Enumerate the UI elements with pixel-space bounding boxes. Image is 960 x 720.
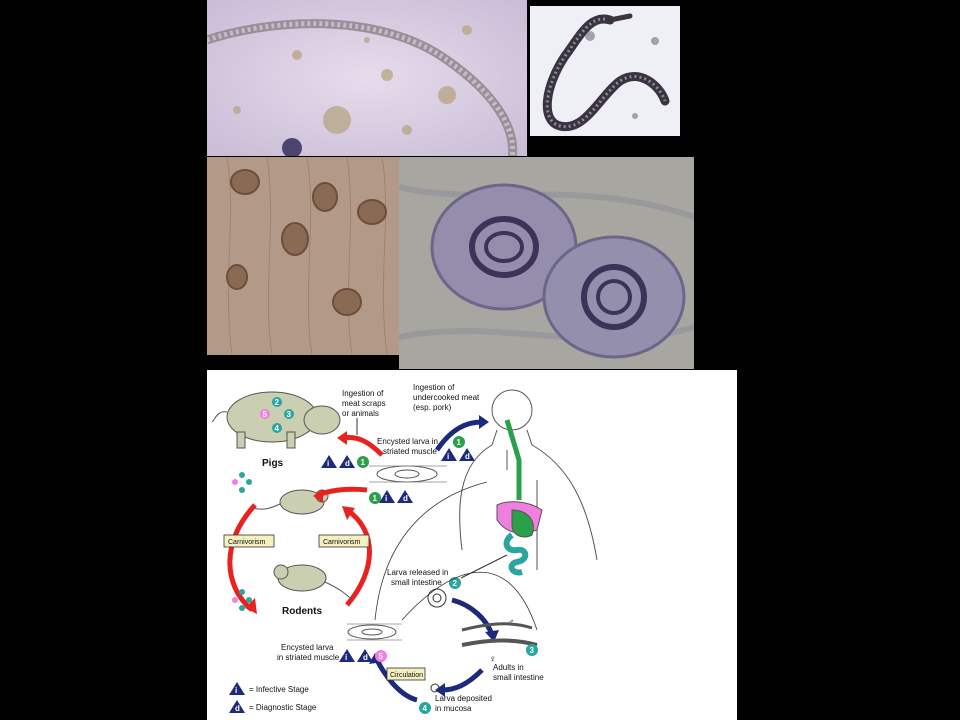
male-symbol: ♂	[507, 617, 515, 628]
svg-text:(esp. pork): (esp. pork)	[413, 403, 452, 412]
svg-text:small intestine: small intestine	[493, 673, 544, 682]
svg-text:Adults in: Adults in	[493, 663, 524, 672]
muscle-tissue-bottom	[347, 623, 402, 641]
larva-deposited-label: Larva deposited in mucosa	[435, 694, 492, 713]
carnivorism-left-label: Carnivorism	[228, 539, 266, 546]
carnivorism-right-label: Carnivorism	[323, 539, 361, 546]
infective-stage-icon	[321, 455, 337, 468]
svg-text:5: 5	[263, 410, 268, 419]
svg-text:Larva released in: Larva released in	[387, 568, 448, 577]
encysted-bottom-label: Encysted larva in striated muscle	[277, 643, 340, 662]
svg-text:d: d	[235, 704, 240, 713]
svg-text:Encysted larva in: Encysted larva in	[377, 437, 438, 446]
muscle-tissue-top	[369, 465, 447, 483]
svg-text:1: 1	[373, 494, 378, 503]
larva-released-label: Larva released in small intestine	[387, 568, 448, 587]
rodent-bottom	[273, 564, 353, 601]
female-symbol: ♀	[489, 654, 497, 665]
lifecycle-diagram: 2 3 4 5 Pigs Ingestion of meat scraps or…	[207, 370, 737, 720]
step-1-top	[357, 456, 369, 468]
svg-text:in mucosa: in mucosa	[435, 704, 472, 713]
svg-text:d: d	[345, 459, 350, 468]
svg-text:d: d	[363, 653, 368, 662]
svg-text:small intestine: small intestine	[391, 578, 442, 587]
rodents-label: Rodents	[282, 606, 322, 617]
svg-text:in striated muscle: in striated muscle	[277, 653, 340, 662]
svg-text:Encysted larva: Encysted larva	[281, 643, 334, 652]
photo-larva-coiled	[207, 0, 527, 156]
photo-muscle-highmag	[399, 157, 694, 369]
svg-text:i: i	[345, 653, 347, 662]
svg-text:undercooked meat: undercooked meat	[413, 393, 480, 402]
legend-infective: = Infective Stage	[249, 685, 309, 694]
pigs-label: Pigs	[262, 458, 284, 469]
photo-muscle-lowmag	[207, 157, 399, 355]
step-2-pig	[272, 397, 282, 407]
adults-label: Adults in small intestine	[493, 663, 544, 682]
svg-text:d: d	[403, 494, 408, 503]
pig-illustration	[211, 391, 341, 449]
svg-text:i: i	[327, 459, 329, 468]
svg-text:3: 3	[287, 410, 292, 419]
ingestion-scraps-label: Ingestion of meat scraps or animals	[342, 389, 386, 418]
step-1-human	[453, 436, 465, 448]
svg-text:1: 1	[457, 438, 462, 447]
diagnostic-stage-icon	[339, 455, 355, 468]
step-3-pig	[284, 409, 294, 419]
svg-text:Ingestion of: Ingestion of	[413, 383, 455, 392]
svg-text:meat scraps: meat scraps	[342, 399, 386, 408]
legend-diagnostic: = Diagnostic Stage	[249, 703, 317, 712]
svg-text:Ingestion of: Ingestion of	[342, 389, 384, 398]
svg-text:Larva deposited: Larva deposited	[435, 694, 492, 703]
svg-text:1: 1	[361, 458, 366, 467]
svg-text:4: 4	[423, 704, 428, 713]
step-5-pig	[260, 409, 270, 419]
photo-adult-worm	[530, 6, 680, 136]
svg-text:i: i	[235, 686, 237, 695]
svg-text:or animals: or animals	[342, 409, 379, 418]
circulation-label: Circulation	[390, 672, 423, 679]
svg-text:2: 2	[453, 579, 458, 588]
encysted-top-label: Encysted larva in striated muscle	[377, 437, 438, 456]
step-4-pig	[272, 423, 282, 433]
svg-text:i: i	[385, 494, 387, 503]
svg-text:3: 3	[530, 646, 535, 655]
svg-text:2: 2	[275, 398, 280, 407]
svg-text:4: 4	[275, 424, 280, 433]
svg-text:5: 5	[379, 652, 384, 661]
svg-text:striated muscle: striated muscle	[383, 447, 437, 456]
ingestion-meat-label: Ingestion of undercooked meat (esp. pork…	[413, 383, 480, 412]
svg-text:i: i	[447, 452, 449, 461]
svg-text:d: d	[465, 452, 470, 461]
